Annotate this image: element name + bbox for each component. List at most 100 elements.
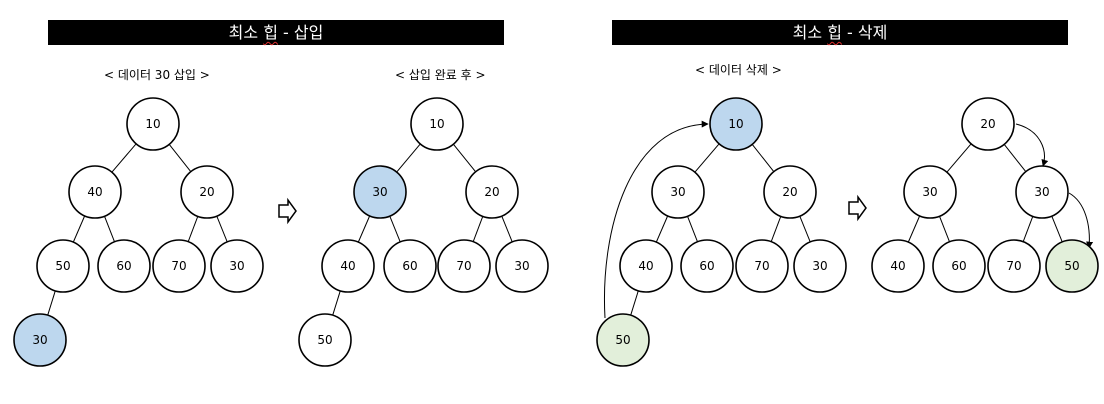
node-circle <box>763 165 817 219</box>
node-label: 40 <box>890 259 905 273</box>
insert-before-node: 10 <box>126 97 180 151</box>
node-label: 70 <box>171 259 186 273</box>
title-part: - 삽입 <box>277 23 324 42</box>
node-circle <box>651 165 705 219</box>
title-part-underlined: 힙 <box>827 23 842 42</box>
node-label: 40 <box>87 185 102 199</box>
insert-after-node: 60 <box>383 239 437 293</box>
delete-before-edge <box>799 215 811 243</box>
node-label: 30 <box>32 333 47 347</box>
delete-before-node: 10 <box>709 97 763 151</box>
node-label: 20 <box>782 185 797 199</box>
delete-after-edge <box>907 215 921 243</box>
node-label: 50 <box>1064 259 1079 273</box>
node-circle <box>36 239 90 293</box>
node-label: 10 <box>429 117 444 131</box>
delete-before-edge <box>630 290 639 316</box>
node-circle <box>735 239 789 293</box>
delete-after-edge <box>1022 216 1034 242</box>
insert-before-edge <box>111 143 137 173</box>
insert-after-node: 20 <box>465 165 519 219</box>
insert-before-edge <box>168 144 192 172</box>
insert-after-node: 70 <box>437 239 491 293</box>
node-label: 40 <box>340 259 355 273</box>
arrows-layer <box>278 120 1094 319</box>
node-circle <box>961 97 1015 151</box>
insert-before-edge <box>216 215 228 243</box>
node-circle <box>383 239 437 293</box>
node-circle <box>353 165 407 219</box>
node-circle <box>298 313 352 367</box>
delete-before-node: 40 <box>619 239 673 293</box>
move-to-root-arrow <box>603 120 709 319</box>
delete-before-edge <box>687 216 698 242</box>
delete-before-node: 70 <box>735 239 789 293</box>
node-label: 20 <box>199 185 214 199</box>
caption-insert-done: < 삽입 완료 후 > <box>395 68 486 82</box>
node-label: 30 <box>922 185 937 199</box>
delete-after-edge <box>946 143 972 173</box>
node-label: 30 <box>514 259 529 273</box>
node-circle <box>321 239 375 293</box>
insert-after-node: 30 <box>353 165 407 219</box>
node-label: 60 <box>116 259 131 273</box>
node-circle <box>619 239 673 293</box>
transition-arrow-icon <box>848 194 867 222</box>
insert-before-edge <box>187 216 199 242</box>
node-label: 30 <box>229 259 244 273</box>
delete-before-edge <box>655 215 669 243</box>
node-label: 50 <box>615 333 630 347</box>
delete-after-edge <box>939 216 950 242</box>
delete-before-edge <box>694 143 720 173</box>
insert-before-node: 30 <box>210 239 264 293</box>
insert-before-node: 60 <box>97 239 151 293</box>
node-circle <box>97 239 151 293</box>
delete-before-edge <box>751 144 775 172</box>
delete-after-node: 30 <box>1015 165 1069 219</box>
sift-down-arrow-1 <box>1015 123 1049 167</box>
insert-before-node: 50 <box>36 239 90 293</box>
delete-after-node: 60 <box>932 239 986 293</box>
insert-before-edge <box>47 290 56 316</box>
node-circle <box>793 239 847 293</box>
delete-after-node: 30 <box>903 165 957 219</box>
node-circle <box>932 239 986 293</box>
node-circle <box>437 239 491 293</box>
insert-section-title: 최소 힙 - 삽입 <box>48 20 504 45</box>
node-label: 50 <box>317 333 332 347</box>
node-circle <box>210 239 264 293</box>
node-label: 60 <box>699 259 714 273</box>
node-circle <box>410 97 464 151</box>
insert-before-edge <box>72 215 86 243</box>
node-label: 10 <box>728 117 743 131</box>
node-circle <box>68 165 122 219</box>
node-circle <box>871 239 925 293</box>
delete-after-node: 40 <box>871 239 925 293</box>
node-circle <box>13 313 67 367</box>
node-circle <box>680 239 734 293</box>
delete-before-node: 60 <box>680 239 734 293</box>
node-label: 30 <box>1034 185 1049 199</box>
delete-section-title: 최소 힙 - 삭제 <box>612 20 1068 45</box>
node-circle <box>180 165 234 219</box>
insert-after-node: 40 <box>321 239 375 293</box>
delete-before-node: 30 <box>793 239 847 293</box>
node-label: 20 <box>484 185 499 199</box>
insert-after-edge <box>389 215 401 243</box>
title-part: - 삭제 <box>841 23 888 42</box>
node-circle <box>709 97 763 151</box>
insert-after-node: 30 <box>495 239 549 293</box>
node-circle <box>495 239 549 293</box>
caption-insert-data: < 데이터 30 삽입 > <box>104 68 210 82</box>
delete-after-node: 20 <box>961 97 1015 151</box>
insert-after-edge <box>452 143 477 173</box>
insert-before-node: 70 <box>152 239 206 293</box>
insert-before-node: 30 <box>13 313 67 367</box>
node-label: 40 <box>638 259 653 273</box>
node-label: 60 <box>951 259 966 273</box>
node-circle <box>1015 165 1069 219</box>
node-circle <box>465 165 519 219</box>
insert-after-edge <box>357 215 371 243</box>
